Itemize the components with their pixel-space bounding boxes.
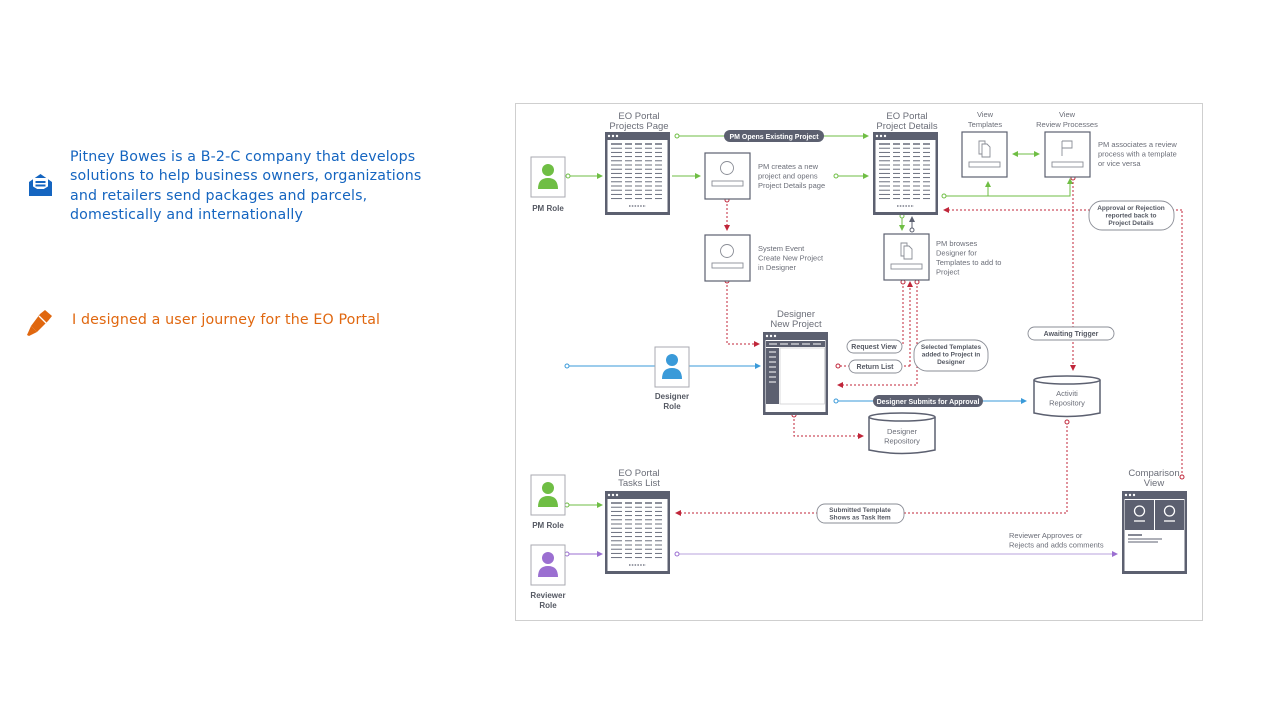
screen-title: Project Details: [876, 121, 937, 132]
svg-text:PM Opens Existing Project: PM Opens Existing Project: [729, 134, 819, 141]
window-body: [607, 140, 668, 212]
screen-tasks-list[interactable]: EO Portal Tasks List: [605, 468, 670, 574]
window-dot: [607, 493, 611, 497]
card-create-project[interactable]: [704, 152, 751, 200]
screen-title: View: [1144, 478, 1165, 489]
screen-title: View: [1059, 110, 1076, 119]
window-dot: [883, 134, 887, 138]
description-line: solutions to help business owners, organ…: [70, 168, 422, 185]
screen-title: Templates: [968, 120, 1002, 129]
window-body: [607, 499, 668, 571]
company-description: Pitney Bowes is a B-2-C company that dev…: [70, 148, 460, 225]
screen-title: EO Portal: [618, 111, 659, 122]
screen-title: View: [977, 110, 994, 119]
open-envelope-icon: [29, 174, 52, 196]
placeholder-circle-icon: [720, 161, 734, 175]
role-reviewer[interactable]: Reviewer Role: [530, 544, 566, 610]
svg-text:Request View: Request View: [851, 344, 897, 351]
window-dot: [607, 134, 611, 138]
connector-browse-to-request-view: [847, 282, 904, 348]
documents-icon: [900, 242, 913, 260]
screen-projects-page[interactable]: EO Portal Projects Page: [605, 111, 670, 215]
description-line: domestically and internationally: [70, 206, 304, 223]
connector-system-event-to-designer: [726, 281, 760, 347]
role-designer[interactable]: Designer Role: [654, 346, 690, 411]
role-label: Designer: [655, 392, 689, 401]
role-label: Role: [539, 601, 557, 610]
user-icon: [538, 552, 558, 577]
designer-window-icon: [763, 332, 828, 415]
role-statement: I designed a user journey for the EO Por…: [72, 312, 381, 328]
role-pm-bottom[interactable]: PM Role: [530, 474, 566, 530]
connector-designer-to-repo: [793, 415, 864, 439]
pen-icon: [27, 310, 52, 336]
screen-project-details[interactable]: EO Portal Project Details: [873, 111, 938, 215]
list-window-icon: [873, 132, 938, 215]
screen-title: Designer: [777, 309, 815, 320]
user-icon: [662, 354, 682, 379]
card-view-templates[interactable]: View Templates: [961, 110, 1008, 178]
role-pm-top[interactable]: PM Role: [530, 156, 566, 213]
user-journey-diagram: PM Role Designer Role PM Role Reviewer R…: [515, 103, 1203, 621]
bubble-awaiting-trigger: Awaiting Trigger: [1027, 326, 1115, 341]
svg-text:Return List: Return List: [857, 364, 895, 371]
role-label: PM Role: [532, 521, 564, 530]
window-dot: [875, 134, 879, 138]
list-window-icon: [605, 491, 670, 574]
description-line: Pitney Bowes is a B-2-C company that dev…: [70, 149, 416, 165]
window-body: [875, 140, 936, 212]
screen-title: Tasks List: [618, 478, 660, 489]
role-label: Reviewer: [530, 591, 565, 600]
role-label: PM Role: [532, 204, 564, 213]
screen-title: EO Portal: [886, 111, 927, 122]
window-dot: [611, 134, 615, 138]
list-window-icon: [605, 132, 670, 215]
window-dot: [611, 493, 615, 497]
card-view-review-processes[interactable]: View Review Processes: [1036, 110, 1098, 178]
flag-icon: [1061, 140, 1073, 156]
placeholder-circle-icon: [720, 244, 734, 258]
user-icon: [538, 164, 558, 189]
documents-icon: [978, 140, 991, 158]
screen-title: Review Processes: [1036, 120, 1098, 129]
connector-details-to-views: [944, 178, 1073, 197]
screen-title: Comparison: [1128, 468, 1179, 479]
svg-text:Designer Submits for Approval: Designer Submits for Approval: [877, 399, 980, 406]
window-dot: [615, 134, 619, 138]
screen-designer-new-project[interactable]: Designer New Project: [763, 309, 828, 415]
screen-title: New Project: [770, 319, 822, 330]
window-dot: [879, 134, 883, 138]
pill-designer-submits: Designer Submits for Approval: [873, 395, 983, 407]
card-system-event[interactable]: [704, 234, 751, 282]
screen-comparison-view[interactable]: Comparison View: [1122, 468, 1187, 574]
window-dot: [615, 493, 619, 497]
svg-text:Awaiting Trigger: Awaiting Trigger: [1044, 331, 1099, 338]
user-icon: [538, 482, 558, 507]
role-label: Role: [663, 402, 681, 411]
bubble-request-view: Request View: [846, 339, 903, 354]
card-browse-templates[interactable]: [883, 233, 930, 281]
comparison-window-icon: [1122, 491, 1187, 574]
description-line: and retailers send packages and parcels,: [70, 187, 368, 204]
bubble-return-list: Return List: [848, 359, 903, 374]
screen-title: Projects Page: [609, 121, 668, 132]
screen-title: EO Portal: [618, 468, 659, 479]
pill-opens-existing-project: PM Opens Existing Project: [724, 130, 824, 142]
